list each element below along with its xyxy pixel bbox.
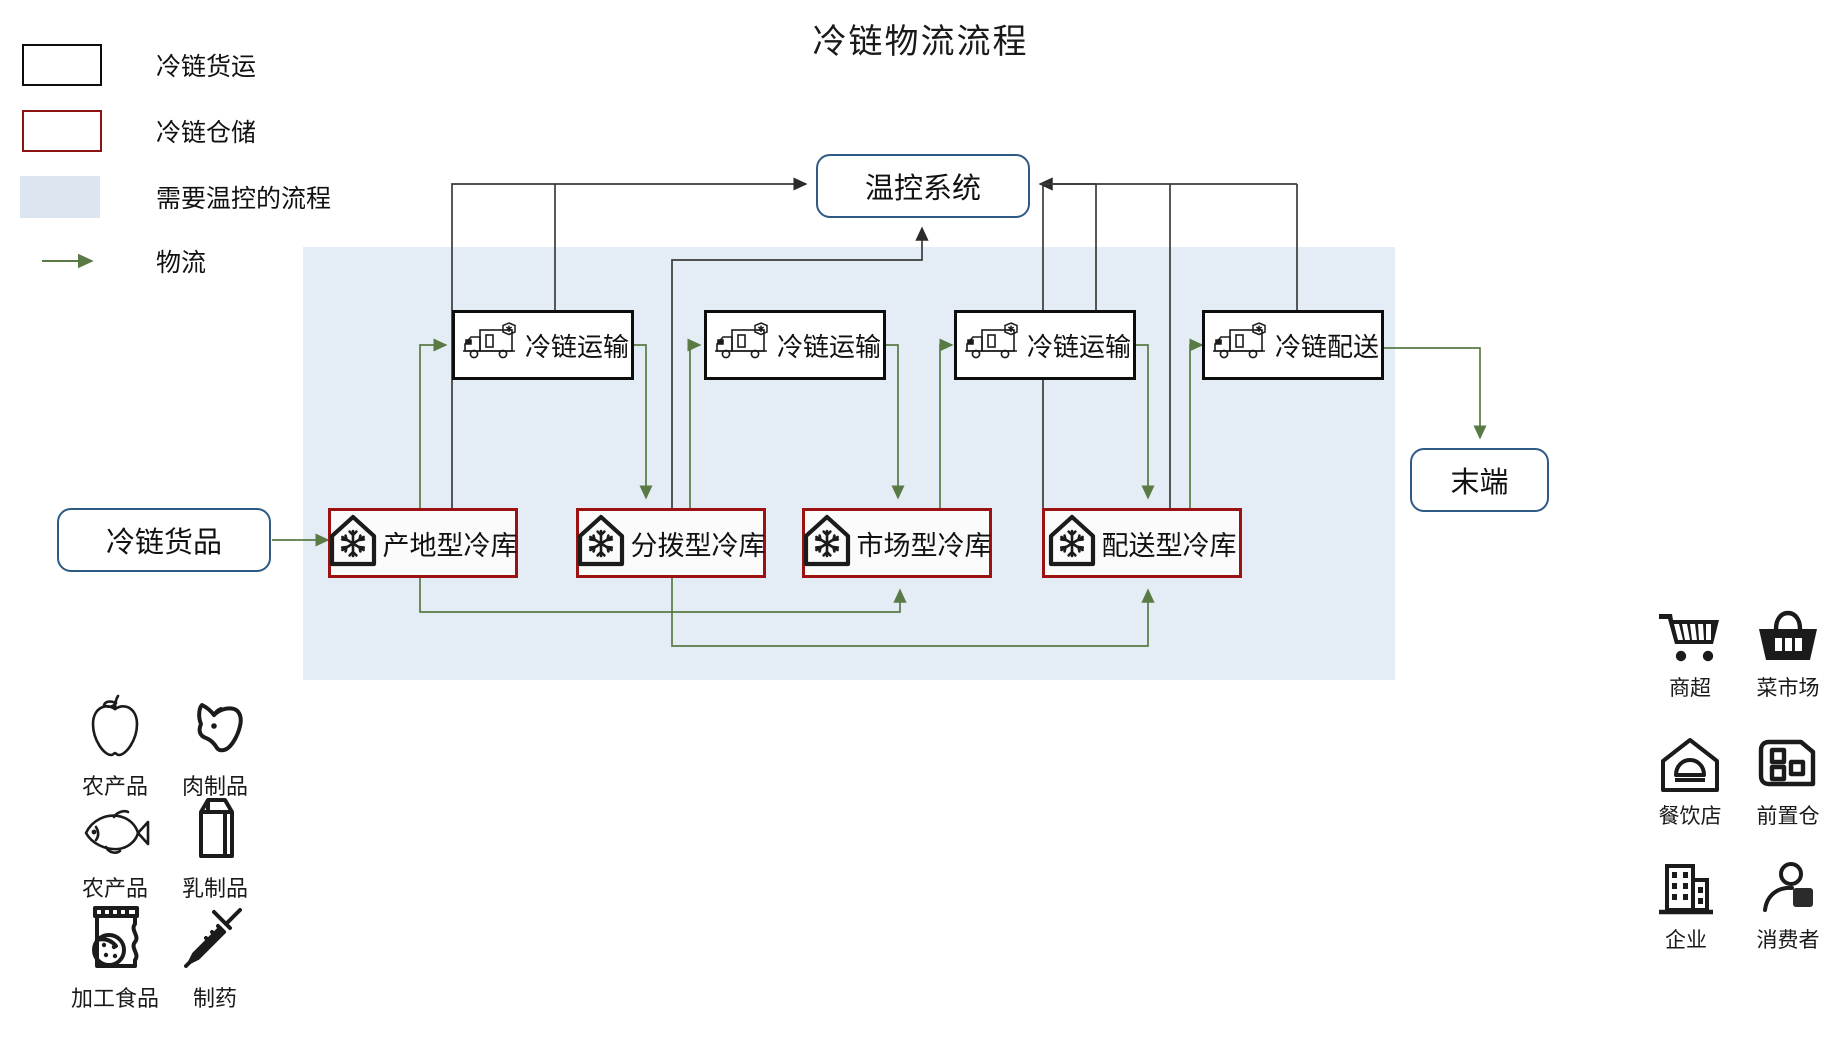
- transport-node-4[interactable]: 冷链配送: [1202, 310, 1384, 380]
- legend-item-logistics: 物流: [20, 240, 206, 282]
- legend-swatch-blue-fill: [20, 176, 100, 218]
- cold-warehouse-icon: [803, 514, 851, 573]
- goods-label: 乳制品: [181, 876, 248, 901]
- cold-warehouse-icon: [329, 514, 377, 573]
- page-title: 冷链物流流程: [812, 23, 1029, 61]
- front-warehouse-icon: [1755, 739, 1821, 798]
- goods-item-dairy: 乳制品: [160, 792, 270, 903]
- legend-item-freight: 冷链货运: [22, 44, 256, 86]
- goods-item-processed-food: 加工食品: [60, 902, 170, 1013]
- legend-label: 需要温控的流程: [156, 185, 332, 213]
- terminal-item-consumer: 消费者: [1738, 860, 1838, 954]
- goods-label: 肉制品: [181, 774, 248, 799]
- temperature-control-system-node[interactable]: 温控系统: [816, 154, 1030, 218]
- goods-label: 制药: [192, 986, 237, 1011]
- milk-carton-icon: [178, 798, 252, 868]
- syringe-icon: [178, 908, 252, 978]
- terminal-item-supermarket: 商超: [1640, 608, 1740, 702]
- goods-label: 加工食品: [70, 986, 159, 1011]
- terminal-label: 商超: [1669, 677, 1711, 700]
- legend-label: 冷链货运: [156, 53, 257, 81]
- terminal-item-restaurant: 餐饮店: [1640, 736, 1740, 830]
- legend-item-temp-zone: 需要温控的流程: [20, 176, 331, 218]
- node-label: 市场型冷库: [856, 530, 992, 561]
- warehouse-node-market[interactable]: 市场型冷库: [802, 508, 992, 578]
- node-label: 产地型冷库: [382, 530, 518, 561]
- node-label: 冷链配送: [1274, 331, 1379, 362]
- node-label: 分拨型冷库: [630, 530, 766, 561]
- warehouse-node-distribution[interactable]: 分拨型冷库: [576, 508, 766, 578]
- cold-warehouse-icon: [1048, 514, 1096, 573]
- terminal-label: 菜市场: [1756, 677, 1820, 700]
- transport-node-2[interactable]: 冷链运输: [704, 310, 886, 380]
- terminal-label: 消费者: [1756, 929, 1820, 952]
- node-label: 冷链货品: [105, 527, 222, 559]
- legend-label: 冷链仓储: [156, 119, 257, 147]
- node-label: 冷链运输: [524, 331, 629, 362]
- goods-label: 农产品: [81, 774, 148, 799]
- refrigerated-truck-icon: [1211, 321, 1273, 370]
- node-label: 冷链运输: [1026, 331, 1131, 362]
- cold-warehouse-icon: [577, 514, 625, 573]
- refrigerated-truck-icon: [713, 321, 775, 370]
- terminal-item-enterprise: 企业: [1636, 860, 1736, 954]
- warehouse-node-delivery[interactable]: 配送型冷库: [1042, 508, 1242, 578]
- terminal-label: 餐饮店: [1658, 805, 1722, 828]
- pig-icon: [178, 703, 252, 766]
- goods-item-pharma: 制药: [160, 902, 270, 1013]
- goods-label: 农产品: [81, 876, 148, 901]
- transport-node-1[interactable]: 冷链运输: [452, 310, 634, 380]
- legend-label: 物流: [156, 249, 207, 277]
- snack-bag-icon: [75, 906, 155, 978]
- goods-item-meat: 肉制品: [160, 690, 270, 801]
- shopping-cart-icon: [1657, 614, 1723, 670]
- terminal-item-front-warehouse: 前置仓: [1738, 736, 1838, 830]
- refrigerated-truck-icon: [963, 321, 1025, 370]
- terminal-label: 企业: [1665, 929, 1707, 952]
- transport-node-3[interactable]: 冷链运输: [954, 310, 1136, 380]
- node-label: 末端: [1450, 467, 1509, 499]
- terminal-node[interactable]: 末端: [1410, 448, 1549, 512]
- basket-icon: [1755, 610, 1821, 670]
- refrigerated-truck-icon: [461, 321, 523, 370]
- consumer-icon: [1755, 862, 1821, 922]
- goods-item-produce-fish: 农产品: [60, 800, 170, 903]
- restaurant-icon: [1657, 738, 1723, 798]
- terminal-label: 前置仓: [1756, 805, 1820, 828]
- legend-swatch-black-box: [22, 44, 102, 86]
- node-label: 冷链运输: [776, 331, 881, 362]
- building-icon: [1653, 864, 1719, 922]
- legend-item-storage: 冷链仓储: [22, 110, 256, 152]
- legend-swatch-red-box: [22, 110, 102, 152]
- source-goods-node[interactable]: 冷链货品: [57, 508, 271, 572]
- fish-icon: [78, 809, 152, 868]
- node-label: 温控系统: [864, 173, 981, 205]
- apple-icon: [78, 694, 152, 766]
- goods-item-produce-apple: 农产品: [60, 690, 170, 801]
- warehouse-node-origin[interactable]: 产地型冷库: [328, 508, 518, 578]
- node-label: 配送型冷库: [1101, 530, 1237, 561]
- legend-swatch-arrow: [20, 240, 100, 282]
- terminal-item-wet-market: 菜市场: [1738, 608, 1838, 702]
